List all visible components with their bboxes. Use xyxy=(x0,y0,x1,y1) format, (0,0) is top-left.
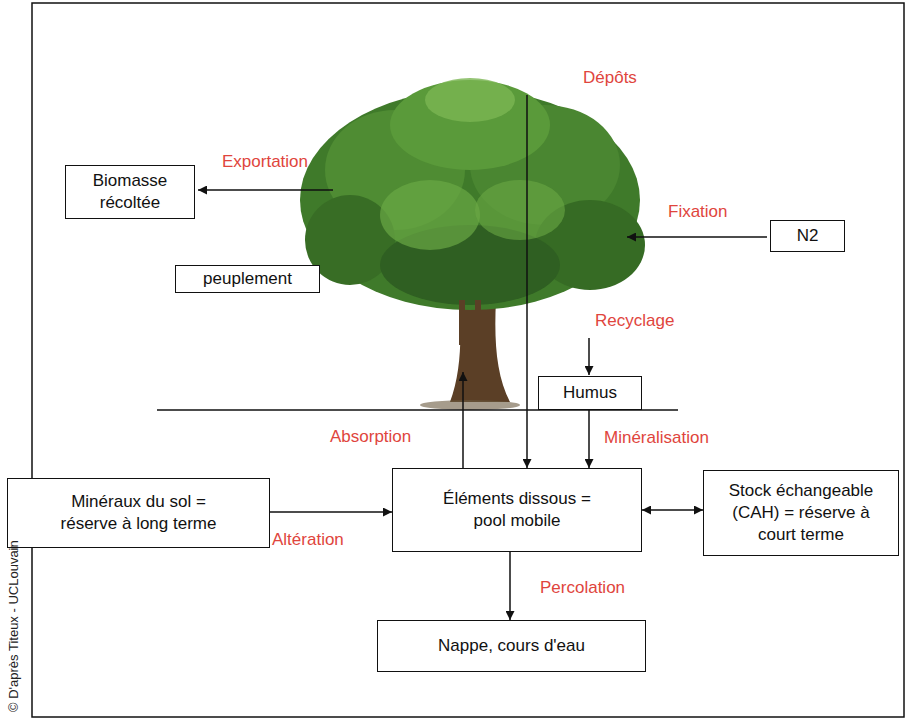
node-text: N2 xyxy=(797,225,819,247)
flow-label: Altération xyxy=(272,530,344,550)
flow-arrow xyxy=(509,552,511,620)
flow-label: Dépôts xyxy=(583,68,637,88)
flow-label: Fixation xyxy=(668,202,728,222)
output-box: Nappe, cours d'eau xyxy=(377,620,646,672)
pool-box: Stock échangeable (CAH) = réserve à cour… xyxy=(703,470,899,556)
flow-arrow xyxy=(270,511,392,513)
export-arrow xyxy=(198,189,333,191)
fixation-arrow xyxy=(627,236,767,238)
node-text: Éléments dissous = pool mobile xyxy=(438,488,596,532)
credit-note: © D'après Titeux - UCLouvain xyxy=(6,540,22,712)
node-text: Humus xyxy=(563,382,617,404)
harvest-box: Biomasse récoltée xyxy=(65,165,195,219)
node-text: Minéraux du sol = réserve à long terme xyxy=(48,491,229,535)
node-text: Biomasse récoltée xyxy=(74,170,186,214)
deposit-arrow xyxy=(526,95,528,468)
node-text: Stock échangeable (CAH) = réserve à cour… xyxy=(716,480,886,546)
node-text: Nappe, cours d'eau xyxy=(438,635,585,657)
tree xyxy=(300,78,645,410)
pool-box: Éléments dissous = pool mobile xyxy=(392,468,642,552)
stand-label-box: peuplement xyxy=(175,265,320,293)
recycling-arrow xyxy=(588,338,590,375)
input-box: N2 xyxy=(770,220,845,252)
pool-box: Minéraux du sol = réserve à long terme xyxy=(7,478,270,548)
flow-label: Recyclage xyxy=(595,311,674,331)
frame xyxy=(32,3,904,717)
flow-label: Percolation xyxy=(540,578,625,598)
flow-arrow xyxy=(588,410,590,468)
flow-label: Absorption xyxy=(330,427,411,447)
absorption-arrow xyxy=(462,372,464,468)
node-text: peuplement xyxy=(203,268,292,290)
flow-label: Minéralisation xyxy=(604,428,709,448)
flow-arrow xyxy=(642,509,703,511)
humus-box: Humus xyxy=(538,376,642,410)
flow-label: Exportation xyxy=(222,152,308,172)
